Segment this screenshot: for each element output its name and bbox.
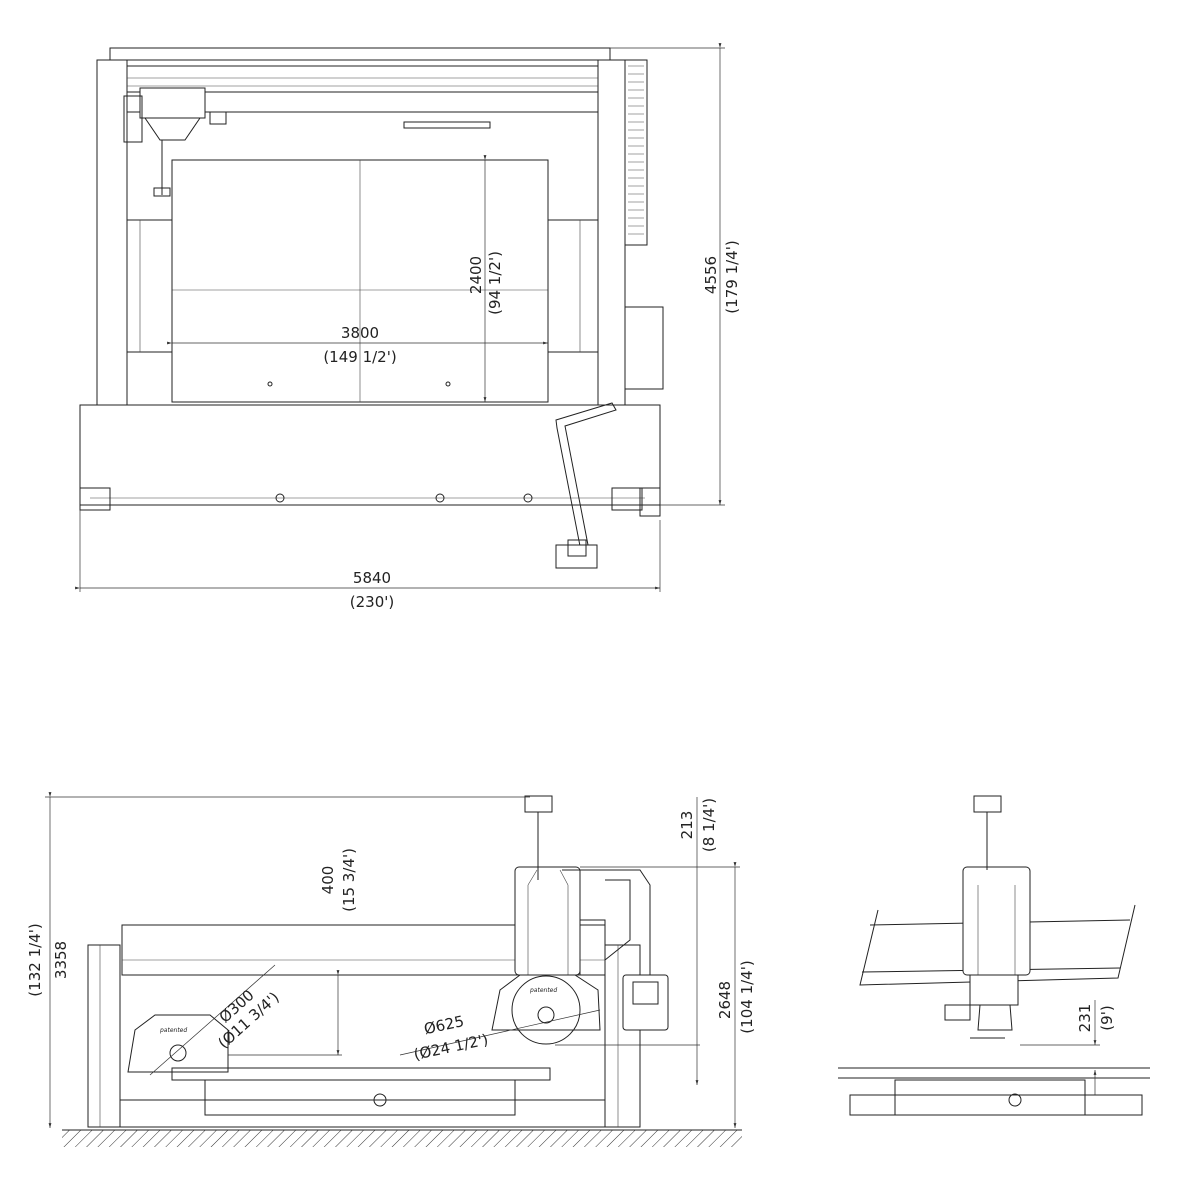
right-column (597, 59, 626, 406)
dim-table-width: 3800 (341, 324, 379, 342)
dim-top-offset: 213 (678, 811, 696, 840)
dim-bridge-height: 2648 (716, 981, 734, 1019)
cutting-head-front (962, 866, 1031, 976)
dim-overall-width: 5840 (353, 569, 391, 587)
cable-chain (624, 59, 648, 246)
cutting-head (123, 87, 227, 197)
dim-bridge-height-in: (104 1/4') (738, 960, 756, 1033)
right-column-side (604, 944, 641, 1128)
electrical-cabinet (624, 306, 664, 390)
dim-stroke: 400 (319, 866, 337, 895)
dim-overall-depth: 4556 (702, 256, 720, 294)
logo-patented: patented (529, 987, 557, 994)
dim-table-depth: 2400 (467, 256, 485, 294)
control-panel (622, 974, 669, 1031)
dim-blade-large-in: (Ø24 1/2') (412, 1030, 490, 1063)
dim-blade-large: Ø625 (422, 1012, 465, 1038)
dim-table-depth-in: (94 1/2') (486, 251, 504, 315)
base-frame (79, 404, 661, 517)
dim-stroke-in: (15 3/4') (340, 848, 358, 912)
table-base-side (119, 1067, 606, 1128)
dim-height-in: (132 1/4') (26, 923, 44, 996)
ground-hatch (62, 1130, 742, 1147)
dim-overall-width-in: (230') (350, 593, 394, 611)
dim-height: 3358 (52, 941, 70, 979)
front-view: 231 (9') (838, 795, 1150, 1116)
dim-overall-depth-in: (179 1/4') (723, 240, 741, 313)
logo-patented-2: patented (159, 1027, 187, 1034)
top-rail (109, 47, 611, 61)
dim-clearance: 231 (1076, 1004, 1094, 1033)
control-arm (555, 402, 617, 569)
cutting-head-side (514, 795, 651, 976)
dim-top-offset-in: (8 1/4') (700, 798, 718, 852)
top-view: 3800 (149 1/2') 2400 (94 1/2') 4556 (179… (75, 43, 741, 611)
left-column (96, 59, 128, 406)
left-column-side (87, 944, 121, 1128)
dim-table-width-in: (149 1/2') (323, 348, 396, 366)
dim-clearance-in: (9') (1098, 1005, 1116, 1030)
blade-housing-small: patented (127, 1014, 229, 1073)
side-view: patented patented 3358 (132 1/4 (26, 792, 756, 1147)
blade-housing-large: patented (491, 974, 601, 1045)
